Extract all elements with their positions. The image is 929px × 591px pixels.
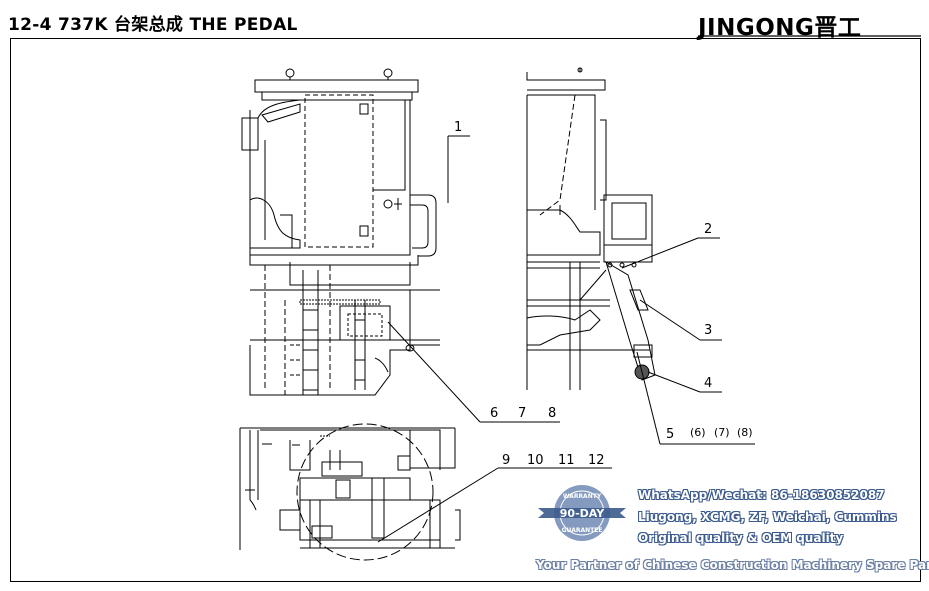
- watermark-quality: Original quality & OEM quality: [638, 531, 844, 545]
- drawing-frame: [10, 38, 921, 582]
- leader-lines: [377, 135, 755, 543]
- callout-9: 9: [502, 453, 510, 468]
- callout-5: 5: [666, 427, 674, 442]
- warranty-badge: WARRANTY 90-DAY GUARANTEE: [538, 485, 626, 541]
- callout-2: 2: [704, 222, 712, 237]
- badge-main-text: 90-DAY: [560, 507, 605, 520]
- callout-1: 1: [454, 120, 462, 135]
- callout-3: 3: [704, 323, 712, 338]
- page-title: 12-4 737K 台架总成 THE PEDAL: [8, 15, 298, 35]
- left-view-cab: [241, 68, 440, 396]
- callout-7-paren: (7): [714, 426, 730, 439]
- badge-top-text: WARRANTY: [563, 493, 602, 500]
- callout-10: 10: [527, 453, 544, 468]
- callout-4: 4: [704, 376, 712, 391]
- callout-12: 12: [588, 453, 605, 468]
- callout-6-paren: (6): [690, 426, 706, 439]
- callout-6: 6: [490, 406, 498, 421]
- callout-8-paren: (8): [737, 426, 753, 439]
- badge-bottom-text: GUARANTEE: [562, 527, 603, 534]
- right-view-cab: [526, 67, 656, 390]
- callout-11: 11: [558, 453, 575, 468]
- watermark-tagline: Your Partner of Chinese Construction Mac…: [536, 558, 929, 572]
- callout-7: 7: [518, 406, 526, 421]
- callout-8: 8: [548, 406, 556, 421]
- bottom-view-plan: [239, 423, 461, 561]
- watermark-contact: WhatsApp/Wechat: 86-18630852087: [638, 488, 885, 502]
- watermark-brands: Liugong, XCMG, ZF, Weichai, Cummins: [638, 510, 897, 524]
- jingong-logo: JINGONG晋工: [698, 15, 862, 41]
